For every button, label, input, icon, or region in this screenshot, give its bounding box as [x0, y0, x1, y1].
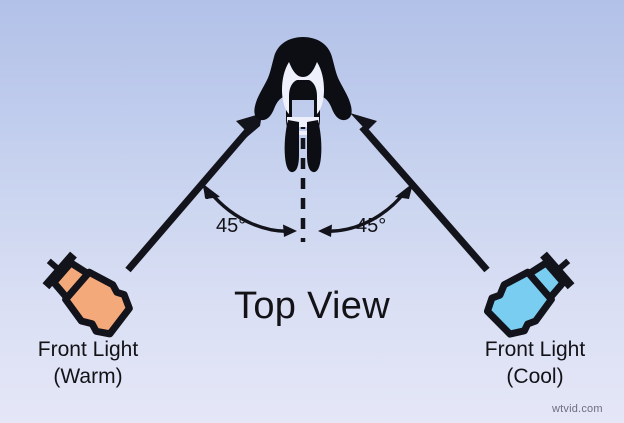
warm-light-fixture [42, 251, 133, 338]
person-top-view-silhouette [254, 37, 352, 173]
angle-arrowhead-left-inner [283, 224, 297, 237]
cool-light-label-line2: (Cool) [506, 364, 564, 388]
light-beam-arrow-right [350, 113, 490, 273]
light-beam-arrow-left [125, 113, 263, 273]
angle-arrowhead-left-outer2 [202, 183, 220, 199]
angle-arrowhead-right-outer [395, 183, 413, 199]
watermark: wtvid.com [552, 403, 603, 415]
warm-light-label: Front Light (Warm) [0, 337, 198, 391]
angle-label-left: 45° [216, 215, 247, 237]
page-title: Top View [234, 285, 390, 327]
warm-light-label-line2: (Warm) [53, 364, 123, 388]
cool-light-fixture [483, 251, 575, 338]
angle-label-right: 45° [356, 215, 387, 237]
warm-light-label-line1: Front Light [37, 338, 139, 361]
cool-light-label: Front Light (Cool) [425, 337, 624, 391]
cool-light-label-line1: Front Light [484, 338, 586, 361]
angle-arrowhead-right-inner [318, 224, 332, 237]
